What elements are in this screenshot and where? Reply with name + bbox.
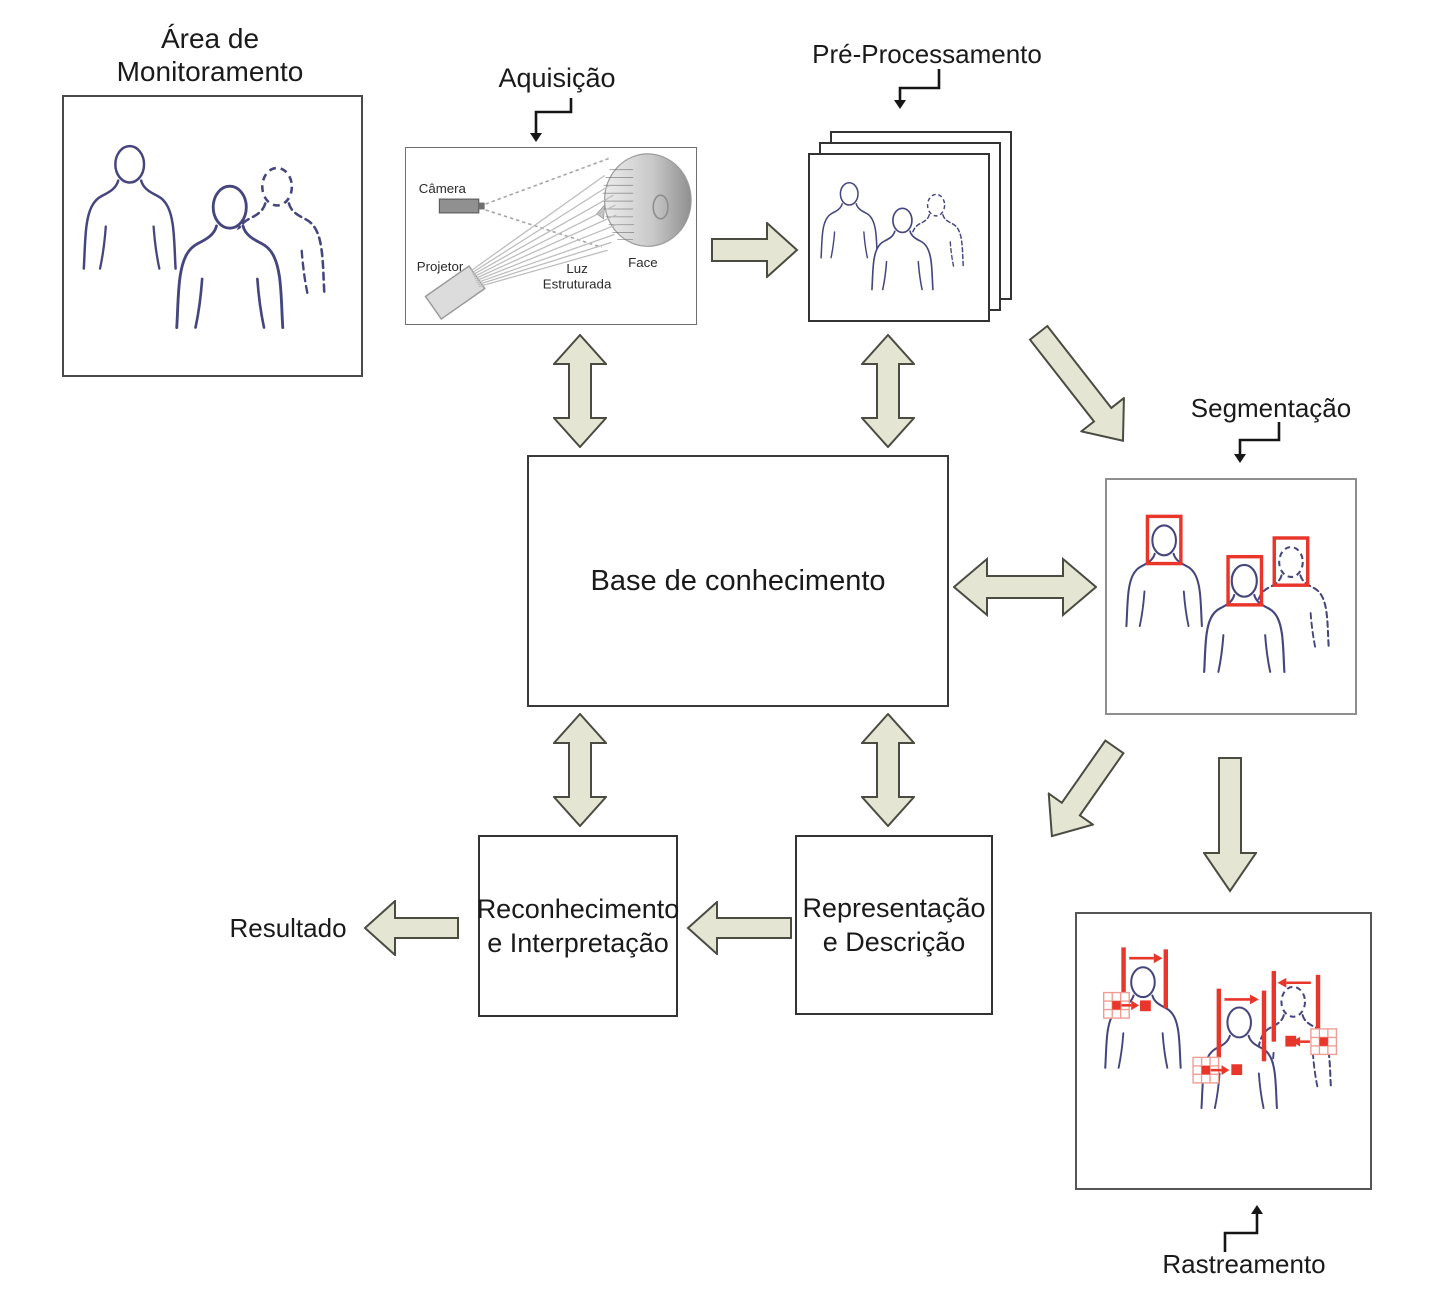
person-figure-icon bbox=[871, 207, 934, 291]
tracking-grid-icon bbox=[1310, 1028, 1338, 1056]
camera-label: Câmera bbox=[419, 181, 467, 196]
representacao-label-line2: e Descrição bbox=[822, 927, 966, 957]
arrow-preprocessamento-to-segmentacao bbox=[1016, 315, 1146, 460]
reconhecimento-box: Reconhecimento e Interpretação bbox=[476, 835, 680, 1017]
segmentacao-box bbox=[1105, 478, 1357, 715]
arrow-reconhecimento-to-resultado bbox=[363, 900, 459, 956]
arrow-segmentacao-to-representacao bbox=[1028, 730, 1138, 854]
monitor-area-scene bbox=[82, 144, 326, 329]
aquisicao-scene: Câmera Projetor Face Luz Estruturada bbox=[417, 153, 692, 321]
segmentacao-scene bbox=[1125, 514, 1330, 673]
scan-stripes bbox=[602, 169, 635, 240]
tracking-marks-person2 bbox=[1192, 988, 1267, 1084]
arrow-representacao-to-reconhecimento bbox=[686, 901, 792, 955]
base-conhecimento-label: Base de conhecimento bbox=[590, 564, 886, 597]
aquisicao-label: Aquisição bbox=[498, 63, 616, 93]
person-figure-icon bbox=[820, 181, 879, 259]
reconhecimento-label-line2: e Interpretação bbox=[487, 928, 669, 958]
person-figure-icon bbox=[82, 144, 177, 270]
rastreamento-box bbox=[1075, 912, 1372, 1190]
aquisicao-box: Câmera Projetor Face Luz Estruturada bbox=[405, 147, 697, 325]
arrow-base-segmentacao-bidirectional bbox=[953, 556, 1097, 618]
projector-label: Projetor bbox=[417, 259, 464, 274]
preprocessamento-label: Pré-Processamento bbox=[812, 39, 1042, 69]
preprocessamento-frame bbox=[808, 153, 990, 322]
rastreamento-connector-arrow bbox=[1223, 1205, 1263, 1252]
reconhecimento-label-line1: Reconhecimento bbox=[476, 894, 680, 924]
resultado-label: Resultado bbox=[229, 913, 347, 943]
monitor-area-label-line2: Monitoramento bbox=[116, 56, 304, 87]
structured-light-rays bbox=[470, 175, 617, 288]
face-detection-rect bbox=[1226, 554, 1264, 607]
ear-shape bbox=[652, 194, 669, 220]
person-figure-icon bbox=[1203, 563, 1286, 673]
preprocessamento-scene bbox=[820, 181, 965, 291]
arrow-aquisicao-to-preprocessamento bbox=[711, 222, 799, 278]
arrow-segmentacao-to-rastreamento bbox=[1203, 757, 1257, 893]
representacao-label-line1: Representação bbox=[802, 893, 986, 923]
arrow-base-preprocessamento-bidirectional bbox=[861, 334, 915, 448]
tracking-marks-person1 bbox=[1102, 947, 1169, 1019]
segmentacao-connector-arrow bbox=[1234, 422, 1281, 463]
segmentacao-label: Segmentação bbox=[1190, 393, 1352, 423]
structured-light-label-line2: Estruturada bbox=[543, 277, 612, 292]
rastreamento-scene bbox=[1102, 947, 1338, 1110]
person-figure-icon bbox=[1125, 524, 1203, 628]
arrow-base-reconhecimento-bidirectional bbox=[553, 713, 607, 827]
camera-sight-lines bbox=[485, 157, 611, 249]
projector-icon bbox=[424, 264, 486, 321]
representacao-box: Representação e Descrição bbox=[795, 835, 993, 1015]
face-detection-rect bbox=[1272, 536, 1310, 587]
monitor-area-box bbox=[62, 95, 363, 377]
rastreamento-label: Rastreamento bbox=[1162, 1249, 1326, 1279]
tracking-marks-person3 bbox=[1271, 970, 1338, 1056]
face-label: Face bbox=[628, 255, 658, 270]
monitor-area-label-line1: Área de bbox=[160, 23, 260, 54]
aquisicao-connector-arrow bbox=[530, 98, 573, 142]
base-conhecimento-box: Base de conhecimento bbox=[527, 455, 949, 707]
face-scan-icon bbox=[596, 153, 692, 247]
structured-light-label-line1: Luz bbox=[566, 261, 587, 276]
arrow-base-aquisicao-bidirectional bbox=[553, 334, 607, 448]
camera-icon bbox=[438, 198, 485, 214]
face-detection-rect bbox=[1145, 514, 1183, 566]
monitor-area-label: Área de Monitoramento bbox=[80, 22, 340, 88]
arrow-base-representacao-bidirectional bbox=[861, 713, 915, 827]
preprocessamento-connector-arrow bbox=[894, 69, 941, 109]
